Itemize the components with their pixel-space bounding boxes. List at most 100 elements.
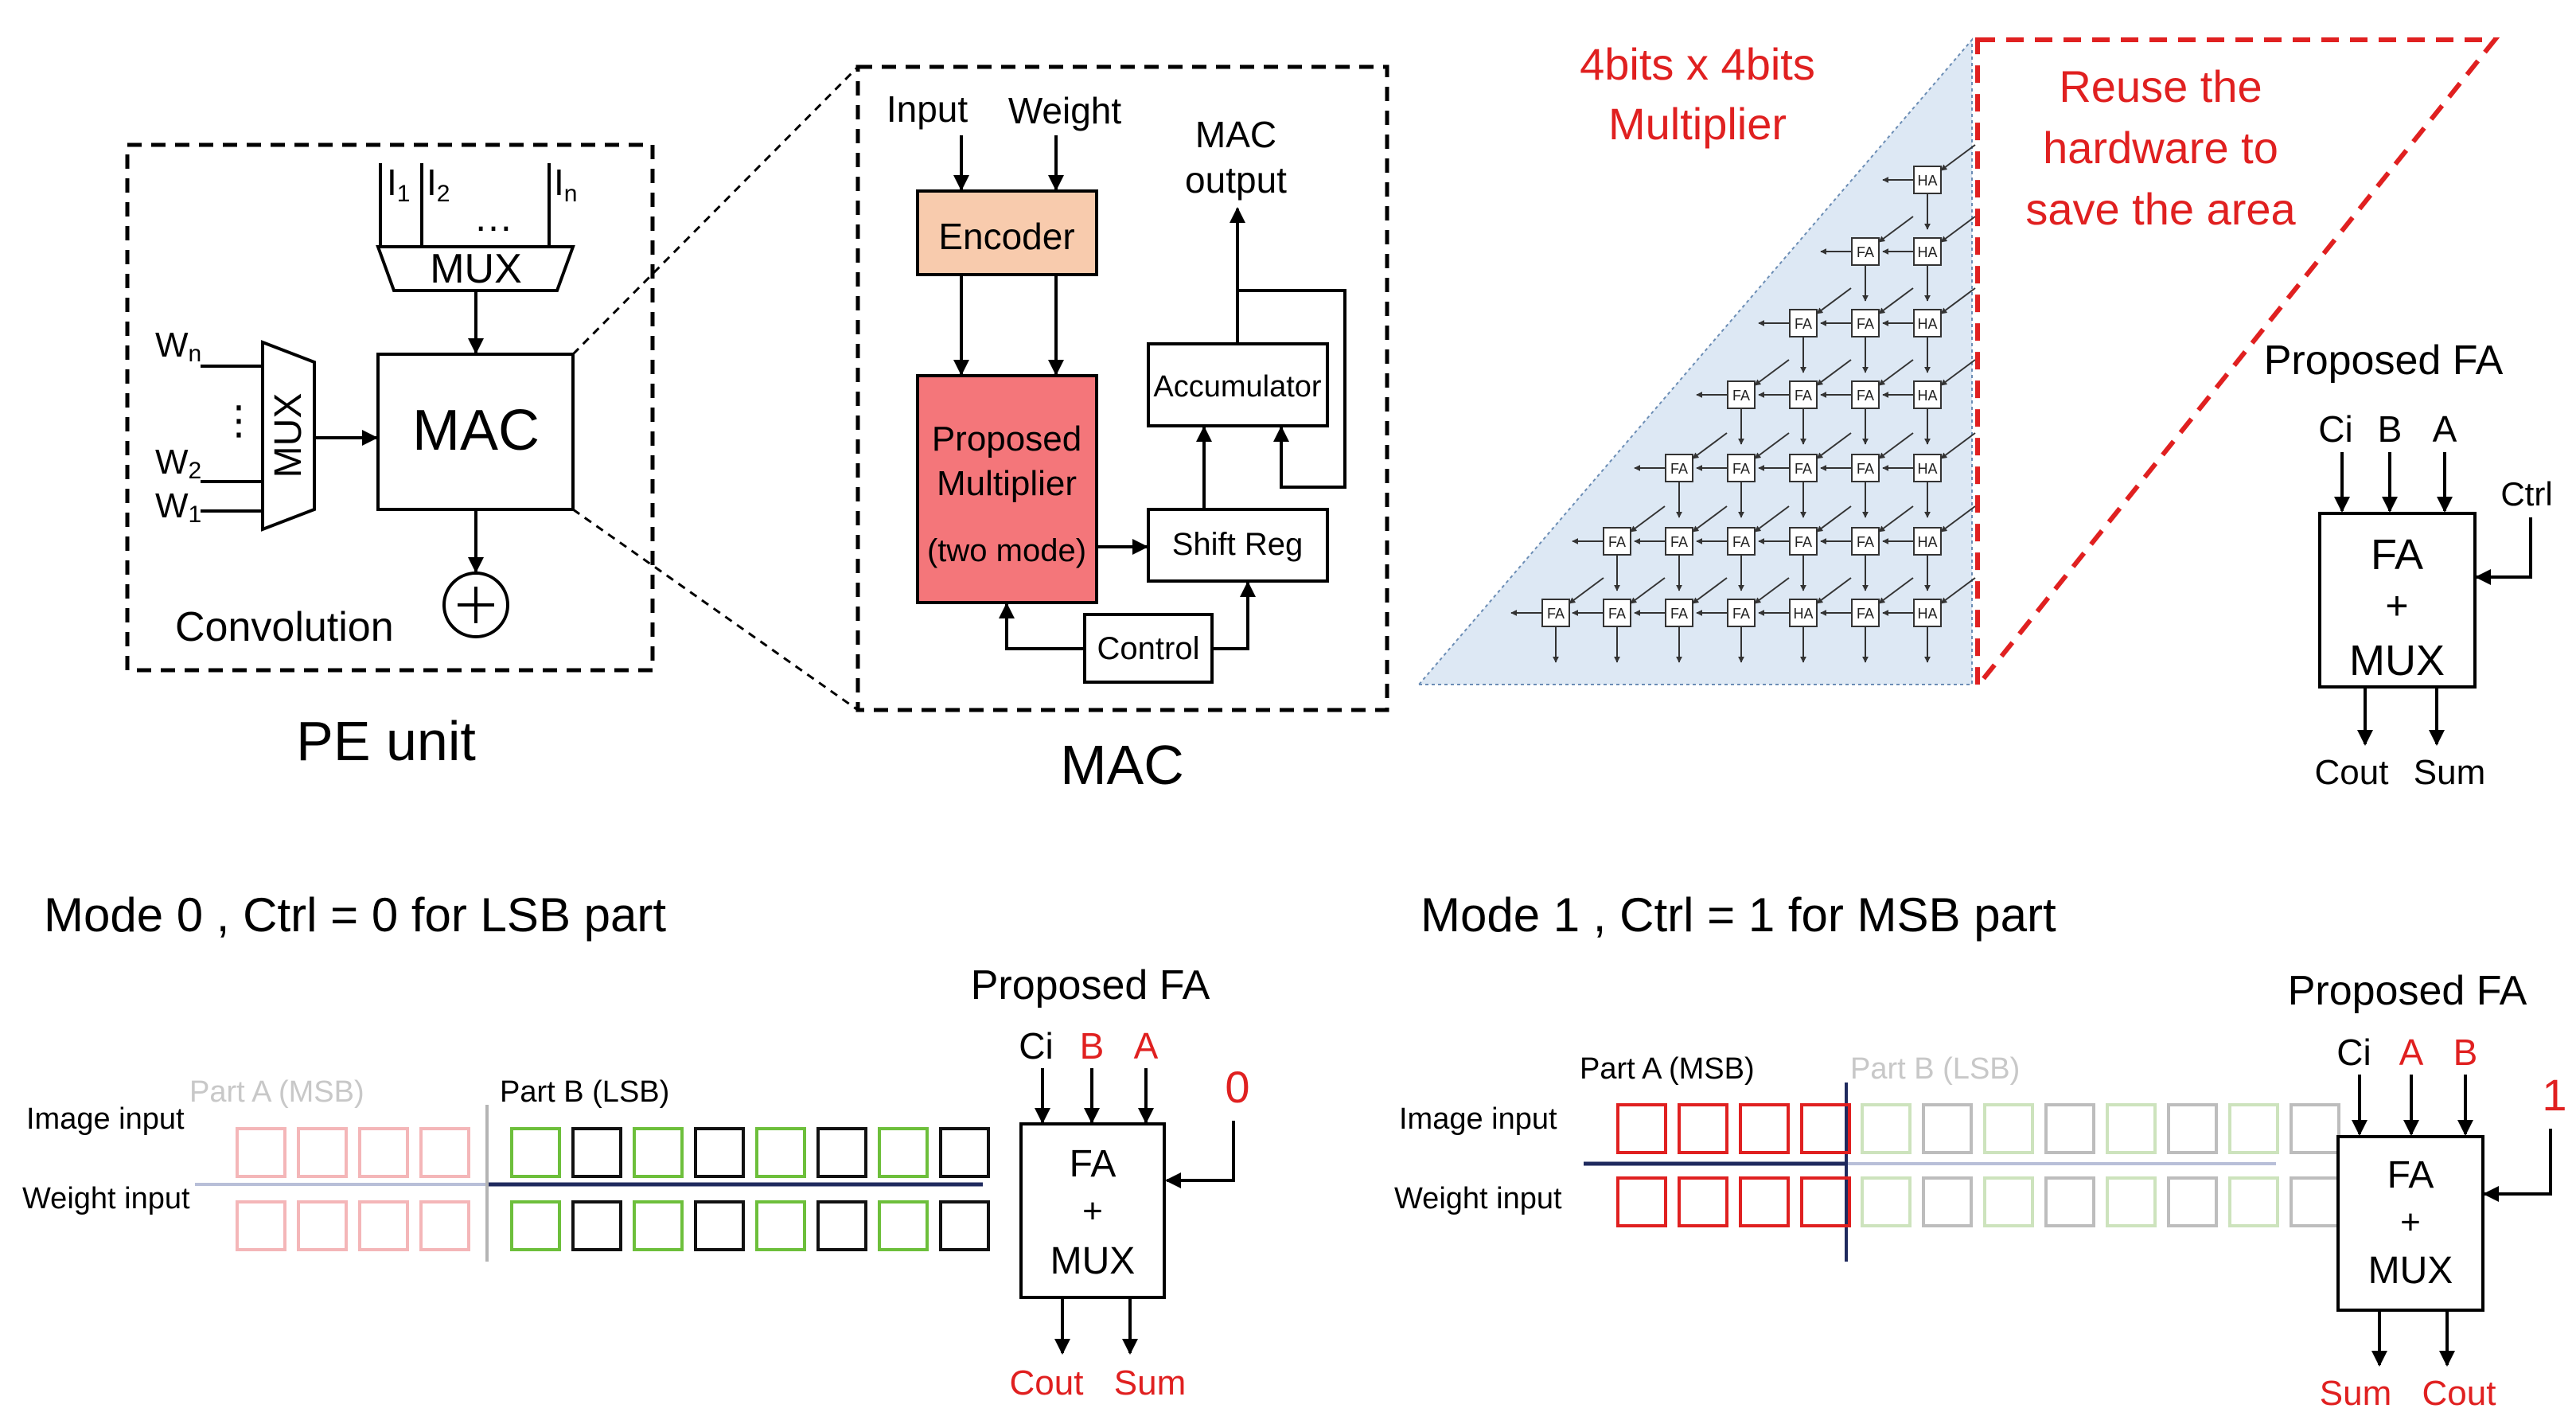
mode1-weight-input-label: Weight input	[1394, 1182, 1562, 1215]
svg-text:HA: HA	[1917, 606, 1937, 622]
shift-reg-block	[1147, 508, 1329, 583]
mode1-output-sum: Sum	[2320, 1374, 2391, 1413]
svg-text:HA: HA	[1917, 316, 1937, 332]
mode0-fa-input-b: B	[1080, 1025, 1105, 1067]
svg-text:FA: FA	[1857, 461, 1874, 477]
svg-text:FA: FA	[1795, 461, 1812, 477]
mode1-image-input-label: Image input	[1399, 1102, 1557, 1136]
mode1-fa-box-3: MUX	[2368, 1250, 2453, 1292]
zoom-line-bottom	[572, 508, 859, 712]
pe-input-1: I1	[387, 162, 410, 207]
bit-cell	[1616, 1176, 1667, 1227]
mode1-part-a-label: Part A (MSB)	[1580, 1052, 1755, 1086]
bit-cell	[358, 1200, 409, 1251]
array-cell: FA	[1820, 359, 1914, 445]
svg-text:FA: FA	[1670, 461, 1688, 477]
bit-cell	[1678, 1176, 1728, 1227]
bit-cell	[1922, 1176, 1973, 1227]
bit-cell	[2106, 1103, 2157, 1154]
array-cell: HA	[1882, 432, 1976, 518]
svg-text:FA: FA	[1732, 388, 1750, 404]
array-cell: FA	[1820, 287, 1914, 373]
bit-cell	[2044, 1103, 2095, 1154]
array-cell: FA	[1634, 432, 1728, 518]
mode0-part-a-label: Part A (MSB)	[189, 1075, 364, 1109]
svg-text:FA: FA	[1795, 534, 1812, 550]
bit-cell	[878, 1200, 929, 1251]
mode0-ctrl-value: 0	[1225, 1062, 1249, 1112]
array-cell: FA	[1820, 577, 1914, 663]
array-cell: FA	[1634, 505, 1728, 591]
pe-unit-boundary	[125, 142, 655, 673]
bit-cell	[1800, 1176, 1851, 1227]
svg-text:FA: FA	[1670, 534, 1688, 550]
proposed-fa-top-output-sum: Sum	[2414, 753, 2485, 792]
bit-cell	[1861, 1176, 1912, 1227]
array-cell: HA	[1882, 577, 1976, 663]
bit-cell	[510, 1200, 561, 1251]
array-cell: HA	[1882, 359, 1976, 445]
svg-text:FA: FA	[1857, 388, 1874, 404]
pe-weight-1: W1	[155, 486, 201, 528]
mode0-fa-input-a: A	[1134, 1025, 1159, 1067]
proposed-fa-top-box-1: FA	[2371, 531, 2423, 579]
proposed-fa-top-title: Proposed FA	[2264, 337, 2504, 384]
pe-weight-n: Wn	[155, 326, 201, 367]
bit-cell	[2290, 1176, 2340, 1227]
mode0-output-cout: Cout	[1010, 1363, 1084, 1402]
svg-text:HA: HA	[1793, 606, 1813, 622]
multiplier-label-2: Multiplier	[937, 464, 1077, 503]
array-cell: FA	[1820, 432, 1914, 518]
proposed-fa-top-box-3: MUX	[2349, 637, 2445, 685]
bit-cell	[694, 1127, 745, 1178]
svg-text:HA: HA	[1917, 244, 1937, 260]
bit-cell	[1922, 1103, 1973, 1154]
array-cell: HA	[1882, 505, 1976, 591]
pe-top-mux	[376, 245, 575, 292]
bit-cell	[1800, 1103, 1851, 1154]
svg-text:HA: HA	[1917, 534, 1937, 550]
svg-text:HA: HA	[1917, 388, 1937, 404]
pe-mac-label: MAC	[412, 399, 540, 462]
mode1-ctrl-value: 1	[2542, 1070, 2566, 1120]
array-cell: FA	[1634, 577, 1728, 663]
bit-cell	[571, 1200, 622, 1251]
mac-weight-label: Weight	[1008, 90, 1122, 131]
reuse-text-1: Reuse the	[2059, 61, 2262, 111]
proposed-fa-top: Proposed FA Ci B A Ctrl FA + MUX Cout Su…	[2264, 337, 2553, 792]
svg-text:HA: HA	[1917, 461, 1937, 477]
bit-cell	[1678, 1103, 1728, 1154]
proposed-fa-top-box	[2318, 512, 2477, 689]
mode0-fa-title: Proposed FA	[971, 962, 1210, 1008]
bit-cell	[236, 1127, 286, 1178]
bit-cell	[694, 1200, 745, 1251]
encoder-block	[916, 189, 1098, 276]
svg-text:FA: FA	[1670, 606, 1688, 622]
bit-cell	[236, 1200, 286, 1251]
mode1-fa-input-b: B	[2453, 1032, 2478, 1073]
array-cell: FA	[1572, 577, 1666, 663]
mode1-fa-title: Proposed FA	[2288, 968, 2527, 1014]
svg-text:FA: FA	[1732, 534, 1750, 550]
bit-cell	[633, 1200, 684, 1251]
reuse-region-outline	[1975, 37, 2500, 693]
bit-cell	[419, 1127, 470, 1178]
bit-cell	[510, 1127, 561, 1178]
pe-weight-2: W2	[155, 443, 201, 484]
mac-detail: Input Weight MAC output Encoder Proposed…	[855, 64, 1389, 796]
accumulator-label: Accumulator	[1153, 370, 1322, 404]
proposed-fa-top-input-a: A	[2433, 408, 2457, 450]
reuse-text-3: save the area	[2025, 184, 2296, 234]
array-cell: FA	[1758, 505, 1852, 591]
pe-mac-box	[376, 353, 575, 511]
array-cell: FA	[1820, 216, 1914, 302]
control-label: Control	[1097, 631, 1200, 666]
bit-cell	[755, 1200, 806, 1251]
bit-cell	[816, 1200, 867, 1251]
bit-cell	[1983, 1176, 2034, 1227]
mode0-panel: Mode 0 , Ctrl = 0 for LSB part Part A (M…	[22, 888, 1250, 1402]
array-cell: HA	[1882, 287, 1976, 373]
bit-cell	[633, 1127, 684, 1178]
mode1-output-cout: Cout	[2422, 1374, 2496, 1413]
